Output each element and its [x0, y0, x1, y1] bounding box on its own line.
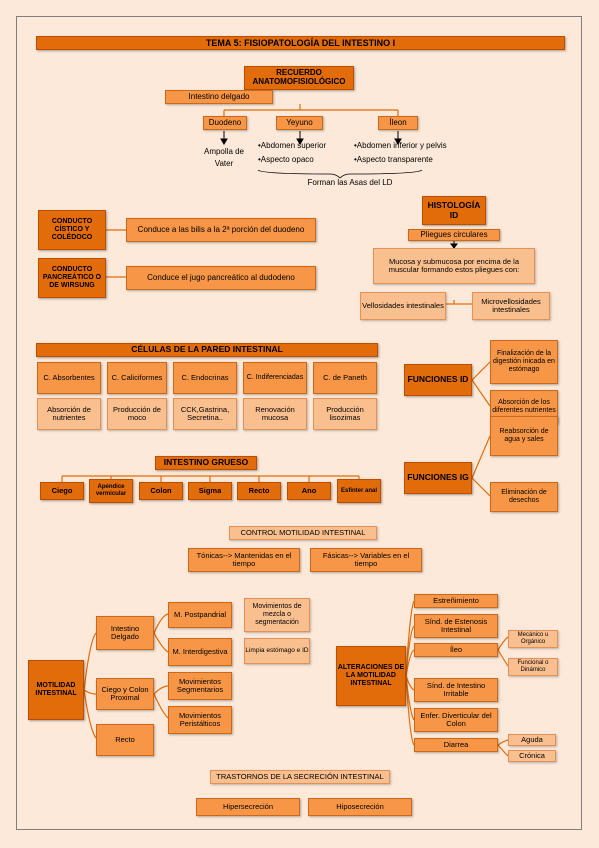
conducto-cistico-desc: Conduce a las bilis a la 2ª porción del …: [126, 218, 316, 242]
yeyuno-item-2: •Aspecto opaco: [258, 155, 314, 165]
duodeno-ampolla: Ampolla de Vater: [203, 147, 245, 168]
ileon: Íleon: [378, 116, 418, 130]
mot-interdigestiva: M. Interdigestiva: [168, 638, 232, 666]
page-frame: [16, 16, 582, 830]
duodeno: Duodeno: [203, 116, 247, 130]
mot-postprandial: M. Postpandrial: [168, 602, 232, 628]
control-title: CONTROL MOTILIDAD INTESTINAL: [229, 526, 377, 540]
ig-ano: Ano: [287, 482, 331, 500]
alt-estenosis: Sínd. de Estenosis Intestinal: [414, 614, 498, 638]
diarrea-cronica: Crónica: [508, 750, 556, 762]
funcion-ig-2: Eliminación de desechos: [490, 482, 558, 512]
celula-paneth: C. de Paneth: [313, 362, 377, 394]
conducto-pancreatico-desc: Conduce el jugo pancreático al dudodeno: [126, 266, 316, 290]
mot-ciego-colon: Ciego y Colon Proximal: [96, 678, 154, 710]
func-paneth: Producción lisozimas: [313, 398, 377, 430]
conducto-cistico: CONDUCTO CÍSTICO Y COLÉDOCO: [38, 210, 106, 250]
alt-estrenimiento: Estreñimiento: [414, 594, 498, 608]
mot-peristalticos: Movimientos Peristálticos: [168, 706, 232, 734]
ileo-funcional: Funcional o Dinámico: [508, 658, 558, 676]
funciones-id: FUNCIONES ID: [404, 364, 472, 396]
intestino-grueso-title: INTESTINO GRUESO: [155, 456, 257, 470]
yeyuno: Yeyuno: [276, 116, 323, 130]
mot-intestino-delgado: Intestino Delgado: [96, 616, 154, 650]
mot-limpia: Limpia estómago e ID: [244, 638, 310, 664]
ig-colon: Colon: [139, 482, 183, 500]
ig-esfinter: Esfinter anal: [337, 479, 381, 503]
hipersecrecion: Hipersecreción: [196, 798, 300, 816]
ig-ciego: Ciego: [40, 482, 84, 500]
func-absorbentes: Absorción de nutrientes: [37, 398, 101, 430]
vellosidades: Vellosidades intestinales: [360, 292, 446, 320]
ig-sigma: Sigma: [188, 482, 232, 500]
ig-recto: Recto: [237, 482, 281, 500]
celula-absorbentes: C. Absorbentes: [37, 362, 101, 394]
asas-label: Forman las Asas del LD: [307, 177, 393, 187]
alteraciones-motilidad: ALTERACIONES DE LA MOTILIDAD INTESTINAL: [336, 646, 406, 706]
alt-diarrea: Diarrea: [414, 738, 498, 752]
histologia-title: HISTOLOGÍA ID: [422, 196, 486, 225]
mot-segmentarios: Movimientos Segmentarios: [168, 672, 232, 700]
celula-indiferenciadas: C. Indiferenciadas: [243, 362, 307, 394]
ig-apendice: Apéndice vermicular: [89, 479, 133, 503]
mot-mezcla: Movimientos de mezcla o segmentación: [244, 598, 310, 632]
mucosa-submucosa: Mucosa y submucosa por encima de la musc…: [373, 248, 535, 284]
page-title: TEMA 5: FISIOPATOLOGÍA DEL INTESTINO I: [36, 36, 565, 50]
func-endocrinas: CCK,Gastrina, Secretina..: [173, 398, 237, 430]
ileon-item-2: •Aspecto transparente: [354, 155, 433, 165]
yeyuno-item-1: •Abdomen superior: [258, 141, 327, 151]
alt-diverticular: Enfer. Diverticular del Colon: [414, 708, 498, 732]
celulas-title: CÉLULAS DE LA PARED INTESTINAL: [36, 343, 378, 357]
ileon-item-1: •Abdomen inferior y pelvis: [354, 141, 447, 151]
diarrea-aguda: Aguda: [508, 734, 556, 746]
func-caliciformes: Producción de moco: [107, 398, 167, 430]
hiposecrecion: Hiposecreción: [308, 798, 412, 816]
secrecion-title: TRASTORNOS DE LA SECRECIÓN INTESTINAL: [210, 770, 390, 784]
func-indiferenciadas: Renovación mucosa: [243, 398, 307, 430]
control-tonicas: Tónicas--> Mantenidas en el tiempo: [188, 548, 300, 572]
recuerdo-anatomofisiologico: RECUERDO ANATOMOFISIOLÓGICO: [244, 66, 354, 90]
mot-recto: Recto: [96, 724, 154, 756]
celula-endocrinas: C. Endocrinas: [173, 362, 237, 394]
funciones-ig: FUNCIONES IG: [404, 462, 472, 494]
conducto-pancreatico: CONDUCTO PANCREÁTICO O DE WIRSUNG: [38, 258, 106, 298]
alt-intestino-irritable: Sínd. de Intestino Irritable: [414, 678, 498, 702]
funcion-id-1: Finalización de la digestión inicada en …: [490, 340, 558, 384]
intestino-delgado: Intestino delgado: [165, 90, 273, 104]
alt-ileo: Íleo: [414, 643, 498, 657]
funcion-ig-1: Reabsorción de agua y sales: [490, 416, 558, 456]
motilidad-intestinal: MOTILIDAD INTESTINAL: [28, 660, 84, 720]
microvellosidades: Microvellosidades intestinales: [472, 292, 550, 320]
celula-caliciformes: C. Caliciformes: [107, 362, 167, 394]
control-fasicas: Fásicas--> Variables en el tiempo: [310, 548, 422, 572]
ileo-mecanico: Mecánico u Orgánico: [508, 630, 558, 648]
pliegues-circulares: Pliegues circulares: [408, 229, 500, 241]
